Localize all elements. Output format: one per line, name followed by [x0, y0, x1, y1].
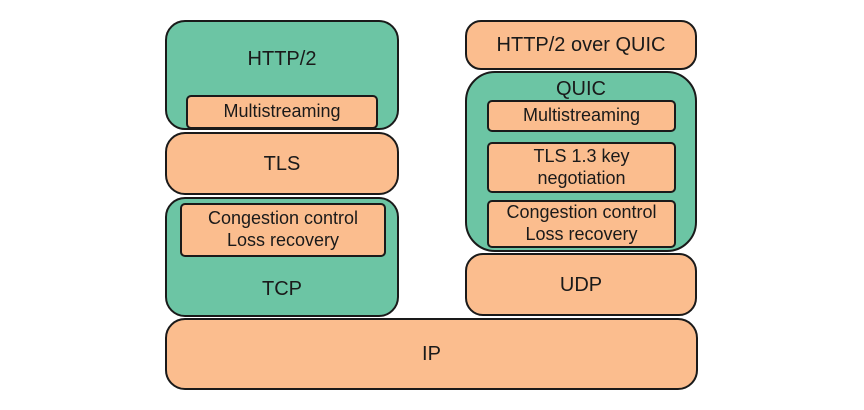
- tls-label: TLS: [263, 152, 301, 175]
- http2-label: HTTP/2: [247, 48, 317, 70]
- ip-label: IP: [422, 343, 441, 365]
- quic-congestion-label: Congestion control: [506, 202, 657, 223]
- quic-congestion-box: Congestion control Loss recovery: [487, 200, 676, 248]
- quic-multistreaming-label: Multistreaming: [522, 105, 641, 126]
- tcp-label: TCP: [262, 278, 302, 300]
- tls-layer: TLS: [165, 132, 399, 195]
- quic-layer: QUIC Multistreaming TLS 1.3 key negotiat…: [465, 71, 697, 252]
- quic-tls-line1: TLS 1.3 key: [533, 145, 630, 166]
- http2-over-quic-layer: HTTP/2 over QUIC: [465, 20, 697, 70]
- tcp-congestion-box: Congestion control Loss recovery: [180, 203, 386, 257]
- udp-label: UDP: [559, 273, 603, 296]
- tcp-congestion-label: Congestion control: [207, 208, 359, 229]
- http2-multistreaming-box: Multistreaming: [186, 95, 378, 129]
- tcp-layer: Congestion control Loss recovery TCP: [165, 197, 399, 317]
- quic-tls-line2: negotiation: [537, 167, 626, 188]
- quic-tls-box: TLS 1.3 key negotiation: [487, 142, 676, 193]
- ip-layer: IP: [165, 318, 698, 390]
- quic-multistreaming-box: Multistreaming: [487, 100, 676, 132]
- quic-loss-label: Loss recovery: [525, 224, 638, 244]
- http2-over-quic-label: HTTP/2 over QUIC: [496, 34, 666, 56]
- udp-layer: UDP: [465, 253, 697, 316]
- http2-multistreaming-label: Multistreaming: [223, 101, 341, 122]
- tcp-loss-label: Loss recovery: [226, 230, 340, 250]
- http2-layer: HTTP/2 Multistreaming: [165, 20, 399, 130]
- quic-label: QUIC: [556, 78, 606, 100]
